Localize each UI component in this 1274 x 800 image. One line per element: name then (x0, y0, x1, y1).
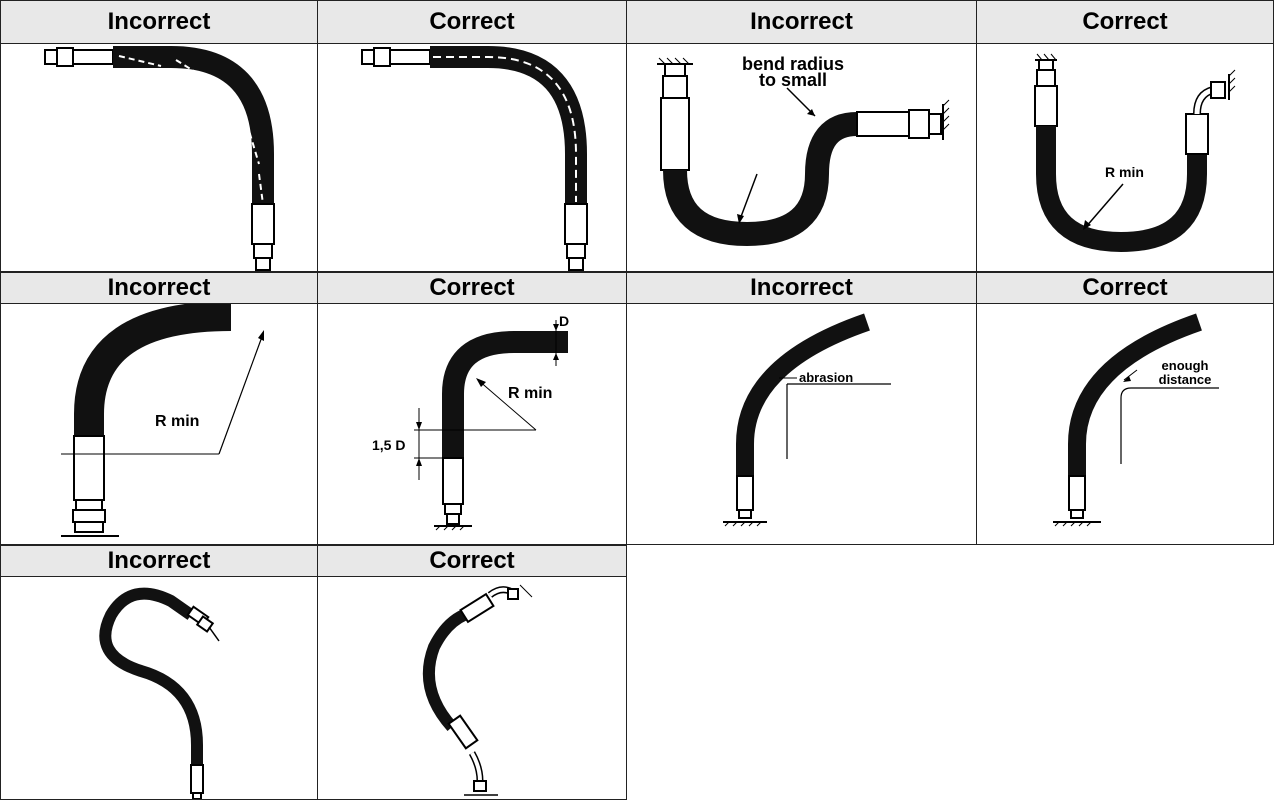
s-curve-hose-diagram (99, 587, 220, 799)
r-min-label: R min (155, 413, 199, 430)
cell-r2c2-correct-straight-section: D R min 1,5 D (317, 303, 627, 545)
distance-label: distance (1159, 372, 1212, 387)
header-r1c3: Incorrect (626, 0, 977, 44)
header-r2c2: Correct (317, 272, 627, 304)
small-bend-radius-diagram: bend radius to small (657, 54, 950, 247)
header-r2c1: Incorrect (0, 272, 318, 304)
cell-r2c1-incorrect-fitting-bend: R min (0, 303, 318, 545)
bend-radius-label: bend radius (742, 54, 844, 74)
header-r2c3: Incorrect (626, 272, 977, 304)
bend-at-fitting-diagram: R min (61, 304, 264, 537)
cell-r1c2-correct-straight-hose (317, 43, 627, 272)
enough-label: enough (1162, 358, 1209, 373)
header-r1c2: Correct (317, 0, 627, 44)
header-r3c1: Incorrect (0, 545, 318, 577)
cell-r1c4-correct-r-min: R min (976, 43, 1274, 272)
twisted-hose-diagram (44, 46, 275, 271)
to-small-label: to small (759, 70, 827, 90)
header-r3c2: Correct (317, 545, 627, 577)
enough-distance-diagram: enough distance (1053, 313, 1219, 527)
correct-bend-radius-diagram: R min (1034, 53, 1236, 253)
abrasion-diagram: abrasion (723, 313, 891, 527)
one-five-d-label: 1,5 D (372, 437, 405, 453)
d-label: D (559, 313, 569, 329)
header-r2c4: Correct (976, 272, 1274, 304)
cell-r3c1-incorrect-s-curve (0, 576, 318, 800)
header-r1c4: Correct (976, 0, 1274, 44)
cell-r3c2-correct-elbow-fittings (317, 576, 627, 800)
cell-r1c1-incorrect-twisted-hose (0, 43, 318, 272)
r-min-label: R min (1105, 164, 1144, 180)
correct-hose-diagram (361, 46, 588, 271)
cell-r2c4-correct-enough-distance: enough distance (976, 303, 1274, 545)
abrasion-label: abrasion (799, 370, 853, 385)
r-min-label: R min (508, 385, 552, 402)
header-r1c1: Incorrect (0, 0, 318, 44)
cell-r2c3-incorrect-abrasion: abrasion (626, 303, 977, 545)
cell-r1c3-incorrect-bend-radius: bend radius to small (626, 43, 977, 272)
elbow-fitting-hose-diagram (422, 584, 533, 796)
straight-section-diagram: D R min 1,5 D (372, 313, 569, 531)
